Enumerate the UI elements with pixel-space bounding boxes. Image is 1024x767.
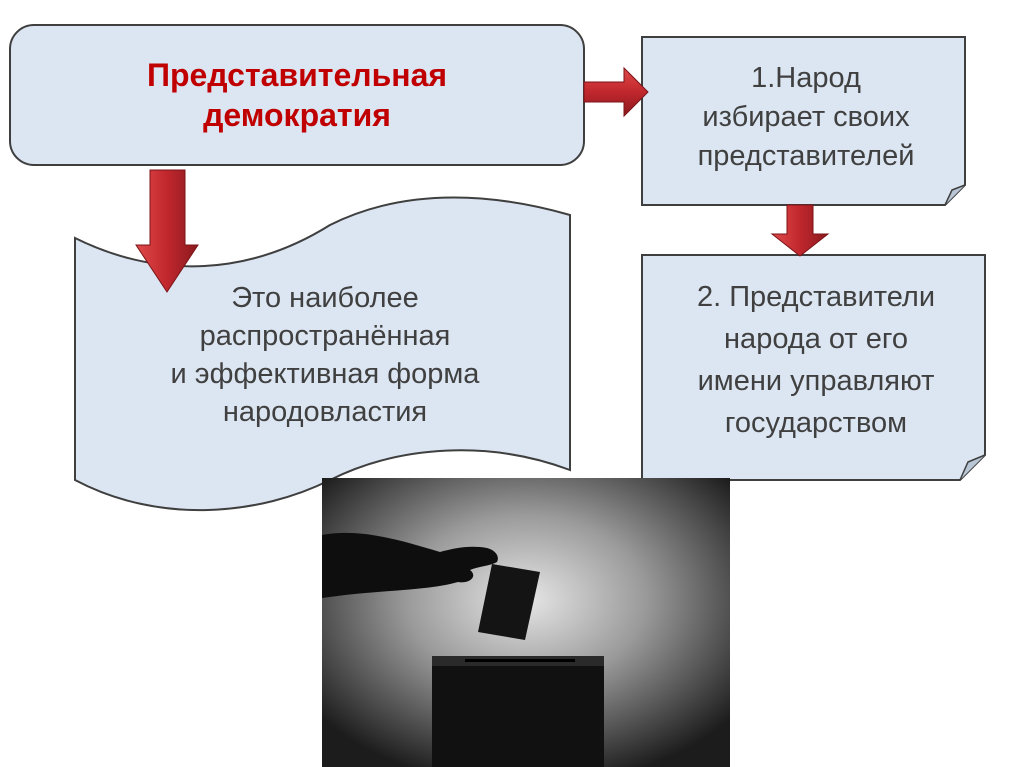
title-text: Представительная демократия <box>10 25 584 165</box>
step1-text: 1.Народ избирает своих представителей <box>648 52 964 182</box>
voting-photo <box>322 478 730 767</box>
step2-line-4: государством <box>725 402 907 444</box>
step2-text: 2. Представители народа от его имени упр… <box>648 272 984 447</box>
step2-line-3: имени управляют <box>698 360 935 402</box>
arrow-down-step-icon <box>772 205 828 256</box>
step2-line-2: народа от его <box>724 318 908 360</box>
step1-line-2: избирает своих <box>702 98 909 137</box>
step1-line-1: 1.Народ <box>751 59 861 98</box>
arrow-right-icon <box>584 68 648 116</box>
title-line-2: демократия <box>203 95 391 135</box>
step1-line-3: представителей <box>698 137 915 176</box>
definition-line-3: и эффективная форма <box>171 355 480 393</box>
definition-line-2: распространённая <box>200 317 451 355</box>
definition-text: Это наиболее распространённая и эффектив… <box>95 270 555 440</box>
definition-line-4: народовластия <box>223 393 427 431</box>
definition-line-1: Это наиболее <box>231 279 419 317</box>
title-line-1: Представительная <box>147 55 447 95</box>
step2-line-1: 2. Представители <box>697 276 935 318</box>
